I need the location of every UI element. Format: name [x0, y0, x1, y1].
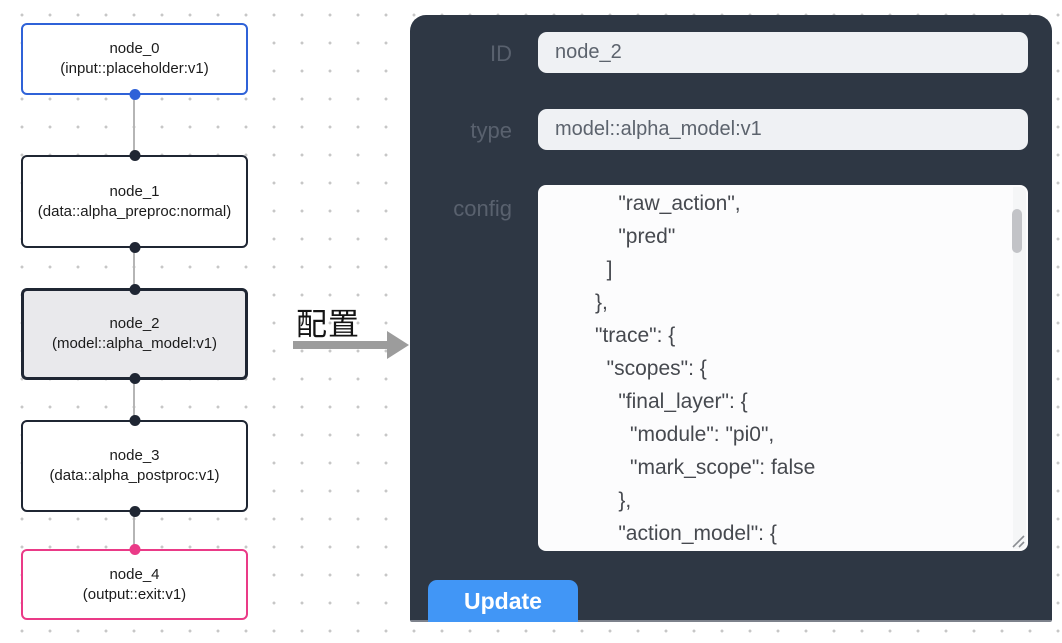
- resize-grip-icon[interactable]: [1010, 533, 1025, 548]
- node-subtitle: (input::placeholder:v1): [60, 60, 209, 77]
- type-input[interactable]: [538, 109, 1028, 150]
- flow-node-node-3[interactable]: node_3 (data::alpha_postproc:v1): [21, 415, 248, 517]
- output-port[interactable]: [129, 242, 140, 253]
- input-port[interactable]: [129, 544, 140, 555]
- node-subtitle: (data::alpha_postproc:v1): [49, 467, 220, 484]
- output-port[interactable]: [129, 373, 140, 384]
- config-json-text[interactable]: "raw_action", "pred" ] }, "trace": { "sc…: [595, 192, 816, 545]
- configure-label: 配置: [296, 307, 360, 342]
- node-subtitle: (output::exit:v1): [82, 585, 187, 603]
- node-subtitle: (data::alpha_preproc:normal): [37, 202, 232, 220]
- config-field-label: config: [453, 196, 512, 221]
- node-title: node_1: [109, 182, 160, 200]
- input-port[interactable]: [129, 150, 140, 161]
- node-title: node_3: [109, 447, 160, 464]
- update-button[interactable]: Update: [428, 580, 578, 622]
- flow-node-node-1[interactable]: node_1 (data::alpha_preproc:normal): [21, 150, 248, 253]
- flow-node-node-0[interactable]: node_0 (input::placeholder:v1): [21, 23, 248, 100]
- config-scrollbar-track[interactable]: [1012, 187, 1026, 549]
- right-arrow-icon: [293, 341, 388, 349]
- output-port[interactable]: [129, 506, 140, 517]
- flow-node-node-2-selected[interactable]: node_2 (model::alpha_model:v1): [21, 284, 248, 384]
- node-title: node_2: [109, 315, 160, 332]
- config-textarea[interactable]: "raw_action", "pred" ] }, "trace": { "sc…: [538, 185, 1028, 551]
- config-scrollbar-thumb[interactable]: [1012, 209, 1022, 253]
- node-inspector-panel: ID type config "raw_action", "pred" ] },…: [410, 15, 1052, 622]
- right-arrow-head-icon: [387, 331, 409, 359]
- output-port[interactable]: [129, 89, 140, 100]
- id-field-label: ID: [490, 41, 512, 66]
- input-port[interactable]: [129, 415, 140, 426]
- flow-node-node-4[interactable]: node_4 (output::exit:v1): [21, 544, 248, 620]
- node-subtitle: (model::alpha_model:v1): [51, 335, 218, 352]
- node-title: node_0: [109, 40, 160, 57]
- type-field-label: type: [470, 118, 512, 143]
- id-input[interactable]: [538, 32, 1028, 73]
- node-title: node_4: [109, 565, 160, 583]
- input-port[interactable]: [129, 284, 140, 295]
